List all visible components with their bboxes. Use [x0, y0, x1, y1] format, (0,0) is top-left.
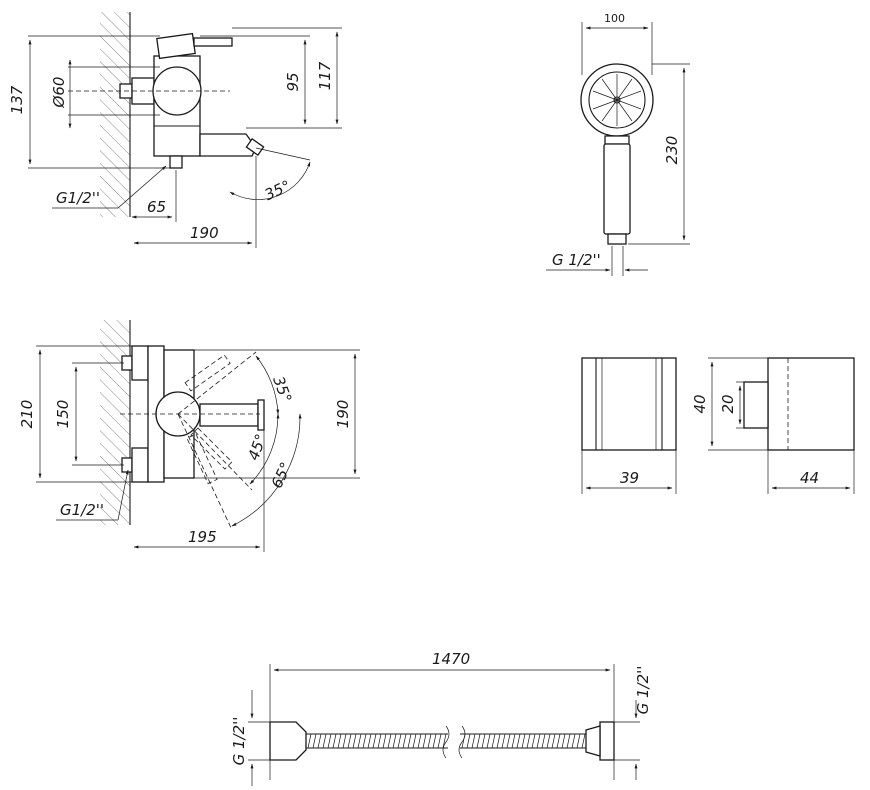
top-spout — [199, 403, 259, 427]
dim-hose-length: 1470 — [432, 650, 470, 668]
dim-height-total: 137 — [8, 85, 26, 114]
dim-shower-length: 230 — [663, 136, 681, 165]
dim-holder-depth: 44 — [800, 469, 819, 487]
shower-handle — [603, 143, 631, 235]
side-thread-label: G1/2'' — [56, 189, 100, 207]
dim-holder-width: 39 — [620, 469, 639, 487]
holder-front-view: 39 — [581, 357, 677, 494]
top-view: 210 150 190 G1/2'' 195 35° 45° 65° — [18, 320, 360, 552]
hose-right-thread: G 1/2'' — [634, 666, 652, 715]
shower-thread-label: G 1/2'' — [552, 251, 601, 269]
dim-top-length: 195 — [188, 528, 217, 546]
holder-side-view: 40 20 44 — [691, 357, 855, 494]
dim-holder-height: 40 — [691, 394, 709, 413]
dim-shower-width: 100 — [604, 12, 625, 25]
hose-view: 1470 G 1/2'' G 1/2'' — [230, 650, 652, 786]
wall-hatch — [100, 12, 130, 217]
dim-holder-inner: 20 — [719, 394, 737, 413]
side-view: 137 Ø60 95 117 G1/2'' 65 190 35° — [8, 12, 342, 248]
mixer-handle — [156, 32, 196, 60]
dim-width-total: 210 — [18, 400, 36, 429]
top-thread-label: G1/2'' — [60, 501, 104, 519]
dim-spacing: 150 — [54, 400, 72, 429]
dim-angle-b: 45° — [244, 432, 270, 463]
dim-height-upper: 95 — [284, 72, 302, 91]
dim-angle-a: 35° — [269, 374, 295, 405]
holder-front — [581, 357, 677, 451]
hose-left-thread: G 1/2'' — [230, 717, 248, 766]
dim-height-top: 117 — [316, 61, 334, 90]
hose-left-nut — [269, 721, 307, 761]
dim-length: 190 — [190, 224, 219, 242]
dim-angle-c: 65° — [268, 459, 296, 491]
dim-angle: 35° — [262, 177, 294, 205]
hose-right-nut — [599, 721, 615, 761]
dim-depth: 190 — [334, 400, 352, 429]
hand-shower-view: 100 230 G 1/2'' — [546, 12, 690, 276]
dim-diameter: Ø60 — [50, 77, 68, 109]
holder-side — [767, 357, 855, 451]
dim-offset: 65 — [147, 198, 166, 216]
